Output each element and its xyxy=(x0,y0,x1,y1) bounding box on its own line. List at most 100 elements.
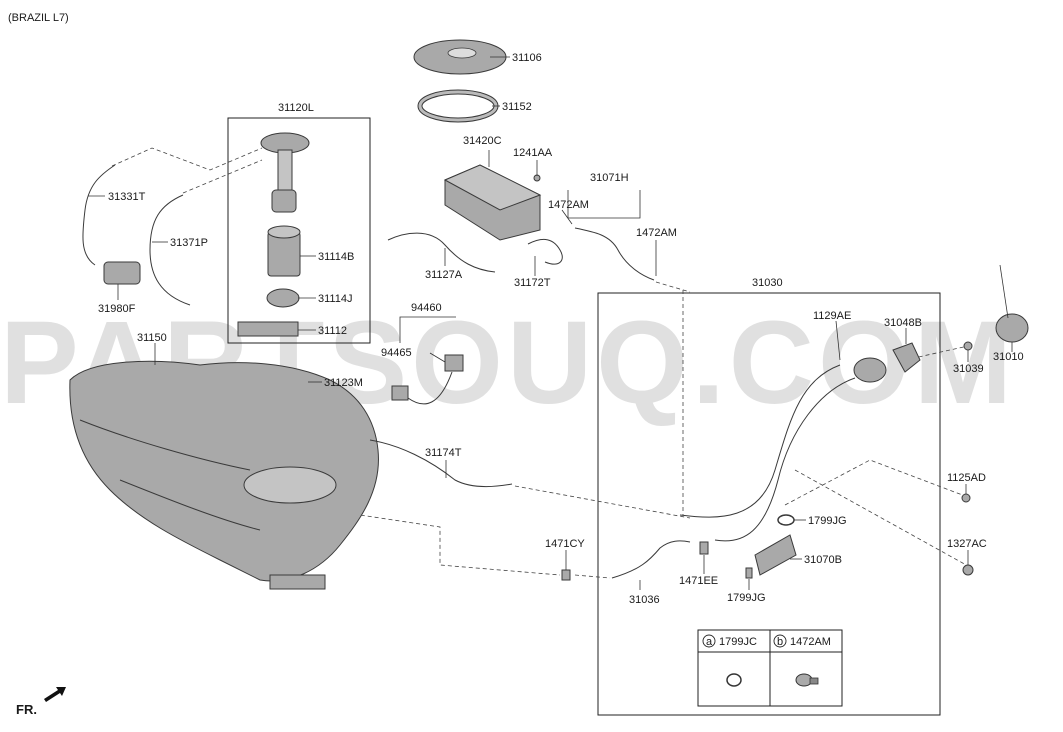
legend-marker-b: b xyxy=(777,636,783,648)
strainer-top xyxy=(267,225,301,239)
fuel-door-cable xyxy=(999,264,1009,319)
label-1471ee[interactable]: 1471EE xyxy=(679,575,718,587)
hose-31172t-shape xyxy=(527,239,563,265)
dash-link-5 xyxy=(339,511,561,576)
label-31071h[interactable]: 31071H xyxy=(590,172,629,184)
label-94460[interactable]: 94460 xyxy=(411,302,442,314)
dash-link-10 xyxy=(794,469,969,567)
label-31331t[interactable]: 31331T xyxy=(108,191,146,203)
fuel-filter-shape xyxy=(103,261,141,285)
label-1241aa[interactable]: 1241AA xyxy=(513,147,553,159)
label-31010[interactable]: 31010 xyxy=(993,351,1024,363)
leader-1472am-a xyxy=(561,209,573,225)
hose-31127a-shape xyxy=(387,232,496,273)
dash-link-9 xyxy=(784,459,966,506)
label-31036[interactable]: 31036 xyxy=(629,594,660,606)
hose-31036-shape xyxy=(611,540,691,579)
hose-31071h-shape xyxy=(574,227,655,281)
filler-pipe-shape xyxy=(679,364,841,518)
legend-clamp-icon xyxy=(795,673,813,687)
label-31114b[interactable]: 31114B xyxy=(318,251,354,263)
label-1471cy[interactable]: 1471CY xyxy=(545,538,585,550)
sender-unit-shape xyxy=(237,321,299,337)
leader-1129ae xyxy=(835,320,841,361)
fuel-door-shape xyxy=(995,313,1029,343)
legend-clip-icon xyxy=(726,673,742,687)
pump-body-shape xyxy=(277,149,293,191)
clamp-1471ee-shape xyxy=(699,541,709,555)
label-31112[interactable]: 31112 xyxy=(318,325,347,337)
tank-seam-1 xyxy=(79,419,251,471)
pump-reservoir-shape xyxy=(271,189,297,213)
protector-31070b-shape xyxy=(754,534,797,576)
label-31150[interactable]: 31150 xyxy=(137,332,167,344)
label-31123m[interactable]: 31123M xyxy=(324,377,363,389)
dash-link-7 xyxy=(655,281,691,293)
clip-1799jg-b-shape xyxy=(745,567,753,579)
label-31152[interactable]: 31152 xyxy=(502,101,532,113)
fuel-tank-shape xyxy=(69,360,379,582)
front-orientation-label: FR. xyxy=(16,702,37,717)
housing-31048b-shape xyxy=(892,342,921,373)
strainer-shape xyxy=(267,231,301,277)
filler-pipe-2-shape xyxy=(714,377,856,542)
sensor-shape xyxy=(444,354,464,372)
clamp-1471cy-shape xyxy=(561,569,571,581)
screw-31039-shape xyxy=(963,341,973,351)
label-31048b[interactable]: 31048B xyxy=(884,317,922,329)
dash-link-4 xyxy=(514,485,691,519)
label-31106[interactable]: 31106 xyxy=(512,52,542,64)
dash-link-6 xyxy=(574,574,611,579)
front-arrow-icon xyxy=(44,687,66,702)
clip-1799jg-a-shape xyxy=(777,514,795,526)
label-1472am-a[interactable]: 1472AM xyxy=(548,199,589,211)
legend-marker-b-circle xyxy=(773,634,787,648)
legend-code-a[interactable]: 1799JC xyxy=(719,636,757,648)
tank-pump-opening xyxy=(243,466,337,504)
label-1799jg-a[interactable]: 1799JG xyxy=(808,515,847,527)
hose-31371p-shape xyxy=(149,194,191,306)
legend-marker-a: a xyxy=(706,636,713,648)
label-31371p[interactable]: 31371P xyxy=(170,237,208,249)
label-31030[interactable]: 31030 xyxy=(752,277,783,289)
sensor-wire xyxy=(407,371,453,405)
hose-31174t-shape xyxy=(369,439,513,488)
legend-marker-a-circle xyxy=(702,634,716,648)
hose-31331t-shape xyxy=(82,164,116,266)
legend-code-b[interactable]: 1472AM xyxy=(790,636,831,648)
leader-94465 xyxy=(429,352,446,363)
label-31120l[interactable]: 31120L xyxy=(278,102,314,114)
label-31127a[interactable]: 31127A xyxy=(425,269,463,281)
dash-link-1 xyxy=(111,147,263,171)
label-31172t[interactable]: 31172T xyxy=(514,277,551,289)
tank-seam-2 xyxy=(119,479,261,531)
label-31420c[interactable]: 31420C xyxy=(463,135,502,147)
cover-plate-hole xyxy=(447,47,477,59)
label-31174t[interactable]: 31174T xyxy=(425,447,462,459)
region-header: (BRAZIL L7) xyxy=(8,12,69,24)
legend-table: a 1799JC b 1472AM xyxy=(697,629,843,707)
pump-cup-shape xyxy=(266,288,300,308)
legend-clamp-tab xyxy=(809,677,819,685)
label-31039[interactable]: 31039 xyxy=(953,363,984,375)
fuel-pump-assembly-box xyxy=(227,117,371,344)
label-1799jg-b[interactable]: 1799JG xyxy=(727,592,766,604)
nut-1327ac-shape xyxy=(962,564,974,576)
sensor-connector-shape xyxy=(391,385,409,401)
label-31070b[interactable]: 31070B xyxy=(804,554,842,566)
label-31980f[interactable]: 31980F xyxy=(98,303,136,315)
tank-strap-shape xyxy=(269,574,326,590)
sensor-bracket-line xyxy=(399,316,456,343)
label-94465[interactable]: 94465 xyxy=(381,347,412,359)
label-1472am-b[interactable]: 1472AM xyxy=(636,227,677,239)
bolt-1125ad-shape xyxy=(961,493,971,503)
label-31114j[interactable]: 31114J xyxy=(318,293,352,305)
label-1125ad[interactable]: 1125AD xyxy=(947,472,986,484)
label-1327ac[interactable]: 1327AC xyxy=(947,538,987,550)
dash-link-2 xyxy=(182,159,263,194)
filler-neck-assembly-box xyxy=(597,292,941,716)
label-1129ae[interactable]: 1129AE xyxy=(813,310,851,322)
bracket-31071h xyxy=(567,190,641,219)
